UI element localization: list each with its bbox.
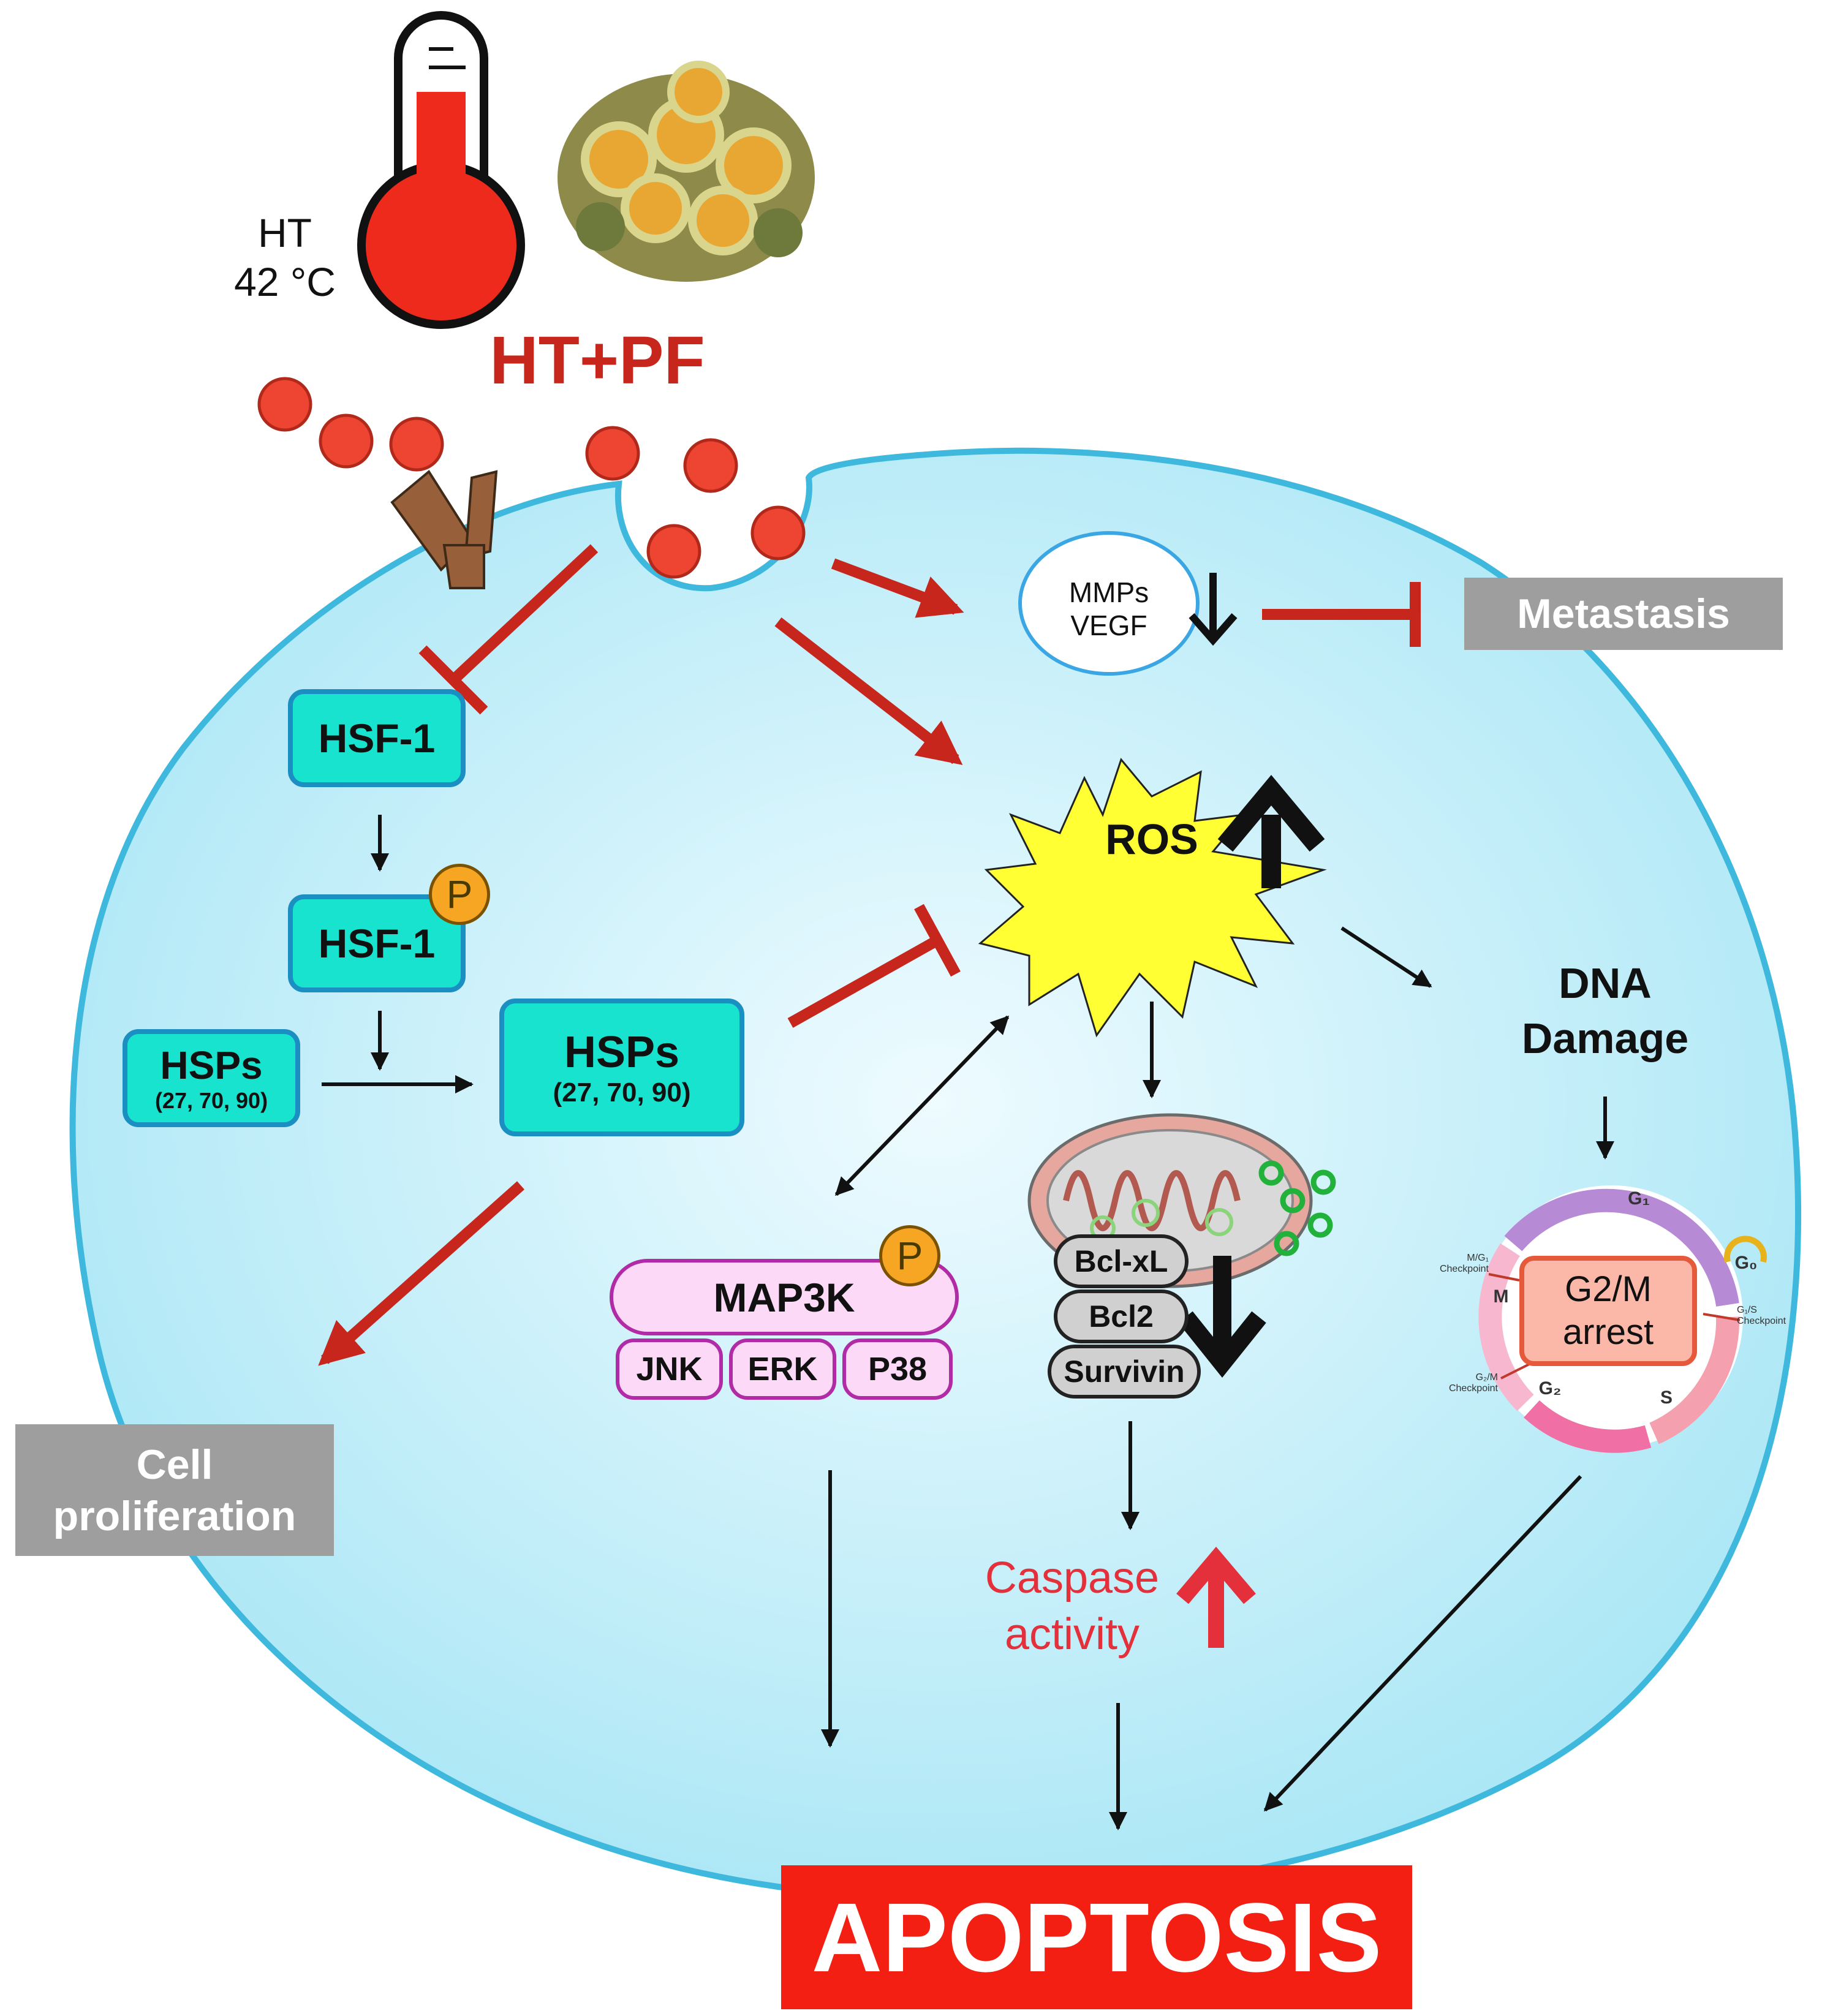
mg1-checkpoint-line2: Checkpoint [1439, 1264, 1489, 1274]
hsps-big-label: HSPs [564, 1027, 680, 1077]
hsps-small-sub: (27, 70, 90) [154, 1088, 268, 1113]
activate-arrow-ros [774, 617, 963, 765]
g2-phase-label: G₂ [1538, 1378, 1562, 1399]
jnk-box: JNK [616, 1338, 723, 1400]
apoptosis-label: APOPTOSIS [811, 1882, 1382, 1992]
cell-membrane [69, 447, 1802, 1902]
ht-label-line1: HT [258, 210, 312, 255]
receptor-icon [390, 470, 498, 589]
ht-label-line2: 42 °C [234, 259, 336, 304]
ht-label: HT 42 °C [221, 208, 349, 306]
bcl2-label: Bcl2 [1089, 1299, 1154, 1334]
g0-phase-label: G₀ [1734, 1253, 1758, 1273]
ros-label: ROS [1105, 815, 1198, 863]
g2m-arrest-line1: G2/M [1565, 1269, 1652, 1309]
hsf1-p-label: HSF-1 [318, 921, 436, 966]
p38-label: P38 [868, 1351, 928, 1387]
cell-proliferation-box: Cell proliferation [15, 1424, 334, 1556]
mmps-vegf-label: MMPs VEGF [1041, 576, 1176, 642]
hsps-small-label: HSPs [160, 1043, 263, 1087]
m-phase-label: M [1493, 1286, 1509, 1307]
black-arrows [322, 815, 1614, 1830]
map3k-phospho-badge: P [879, 1225, 940, 1286]
survivin-pill: Survivin [1048, 1345, 1201, 1399]
erk-label: ERK [747, 1351, 818, 1387]
bcl2-pill: Bcl2 [1054, 1289, 1189, 1343]
arrow-cell-proliferation [318, 1181, 524, 1366]
bclxl-pill: Bcl-xL [1054, 1234, 1189, 1288]
cell-proliferation-line1: Cell [136, 1441, 213, 1488]
arrow-ros-dna [1340, 926, 1432, 988]
g2m-arrest-box: G2/M arrest [1519, 1256, 1697, 1366]
inhibit-arrow-hsps-ros [787, 904, 961, 1028]
hsf1-box: HSF-1 [288, 689, 466, 787]
inhibit-arrow-hsf1 [418, 544, 599, 715]
dna-line2: Damage [1521, 1014, 1689, 1062]
metastasis-label: Metastasis [1517, 591, 1730, 637]
cytochrome-release-dots [1258, 1160, 1336, 1256]
activate-arrow-mmps [831, 558, 964, 618]
mmps-vegf-oval [1018, 531, 1238, 676]
bclxl-label: Bcl-xL [1074, 1244, 1168, 1278]
g1s-checkpoint-label: G₁/S Checkpoint [1737, 1305, 1816, 1327]
caspase-line2: activity [1004, 1610, 1140, 1659]
erk-box: ERK [729, 1338, 836, 1400]
map3k-phospho-label: P [896, 1234, 923, 1278]
map3k-label: MAP3K [713, 1274, 855, 1320]
dna-line1: DNA [1559, 959, 1652, 1007]
mg1-checkpoint-line1: M/G₁ [1467, 1253, 1489, 1263]
caspase-activity-label: Caspase activity [968, 1550, 1176, 1663]
hsf1-phosphorylated-box: HSF-1 [288, 894, 466, 992]
g2m-checkpoint-line1: G₂/M [1475, 1372, 1498, 1383]
inhibit-arrow-metastasis [1262, 582, 1421, 647]
survivin-label: Survivin [1064, 1354, 1185, 1389]
hsf1-label: HSF-1 [318, 715, 436, 761]
caspase-line1: Caspase [985, 1554, 1160, 1603]
metastasis-box: Metastasis [1464, 578, 1783, 650]
g2m-arrest-line2: arrest [1562, 1312, 1654, 1352]
map3k-box: MAP3K [610, 1259, 959, 1335]
g1s-checkpoint-line2: Checkpoint [1737, 1316, 1786, 1326]
hsps-small-box: HSPs (27, 70, 90) [123, 1029, 300, 1127]
g1s-checkpoint-line1: G₁/S [1737, 1305, 1757, 1315]
hsps-big-box: HSPs (27, 70, 90) [499, 999, 744, 1136]
arrow-ros-map3k [834, 1015, 1010, 1196]
ros-burst [978, 757, 1327, 1038]
mg1-checkpoint-label: M/G₁ Checkpoint [1403, 1253, 1489, 1275]
treatment-title: HT+PF [490, 323, 705, 398]
bcl-down-arrow [1178, 1256, 1266, 1378]
dna-damage-label: DNA Damage [1483, 956, 1728, 1066]
s-phase-label: S [1660, 1387, 1673, 1408]
mmps-label: MMPs [1068, 576, 1149, 608]
pf-particles [257, 377, 806, 579]
hsps-big-sub: (27, 70, 90) [553, 1077, 691, 1108]
thermometer-icon [357, 11, 525, 329]
g2m-checkpoint-line2: Checkpoint [1448, 1383, 1498, 1394]
g1-phase-label: G₁ [1628, 1188, 1650, 1209]
caspase-up-arrow [1176, 1546, 1256, 1648]
p38-box: P38 [842, 1338, 953, 1400]
cell-proliferation-line2: proliferation [53, 1492, 297, 1539]
jnk-label: JNK [636, 1351, 703, 1387]
g2m-checkpoint-label: G₂/M Checkpoint [1409, 1372, 1498, 1394]
apoptosis-box: APOPTOSIS [781, 1865, 1412, 2009]
pf-fruit-icon [558, 61, 815, 282]
hsf1-phospho-label: P [446, 872, 473, 916]
hsf1-phospho-badge: P [429, 864, 490, 925]
vegf-label: VEGF [1070, 610, 1147, 641]
arrow-cycle-apoptosis [1263, 1474, 1582, 1812]
